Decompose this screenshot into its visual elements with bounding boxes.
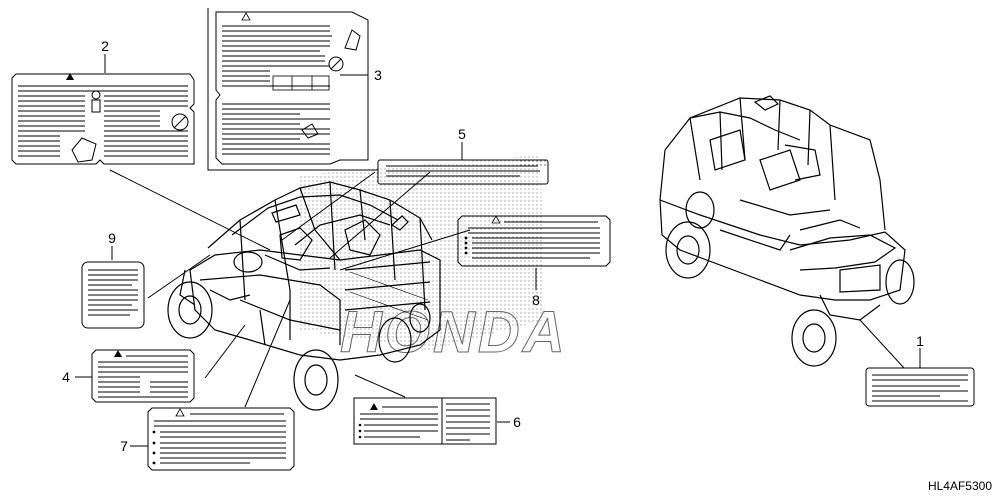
diagram-code: HL4AF5300 — [928, 479, 992, 493]
callout-number-4: 4 — [62, 369, 70, 385]
vehicle-front-view — [167, 181, 441, 411]
vehicle-rear-view — [659, 95, 915, 367]
callout-number-6: 6 — [513, 414, 521, 430]
label-8-decal — [457, 215, 611, 267]
brand-watermark: HONDA — [340, 300, 568, 365]
callout-number-9: 9 — [108, 230, 116, 246]
callout-number-1: 1 — [916, 333, 924, 349]
label-6-decal — [353, 397, 497, 445]
label-2-decal — [11, 73, 195, 165]
label-7-decal — [147, 407, 295, 471]
callout-number-5: 5 — [458, 126, 466, 142]
callout-number-2: 2 — [101, 38, 109, 54]
callout-number-8: 8 — [532, 292, 540, 308]
leader-lines — [75, 54, 921, 447]
callout-number-3: 3 — [374, 67, 382, 83]
label-9-decal — [81, 261, 145, 329]
label-4-decal — [91, 349, 195, 403]
label-3-decal — [207, 8, 378, 171]
label-1-decal — [865, 367, 975, 407]
label-5-decal — [377, 158, 549, 185]
callout-number-7: 7 — [120, 438, 128, 454]
